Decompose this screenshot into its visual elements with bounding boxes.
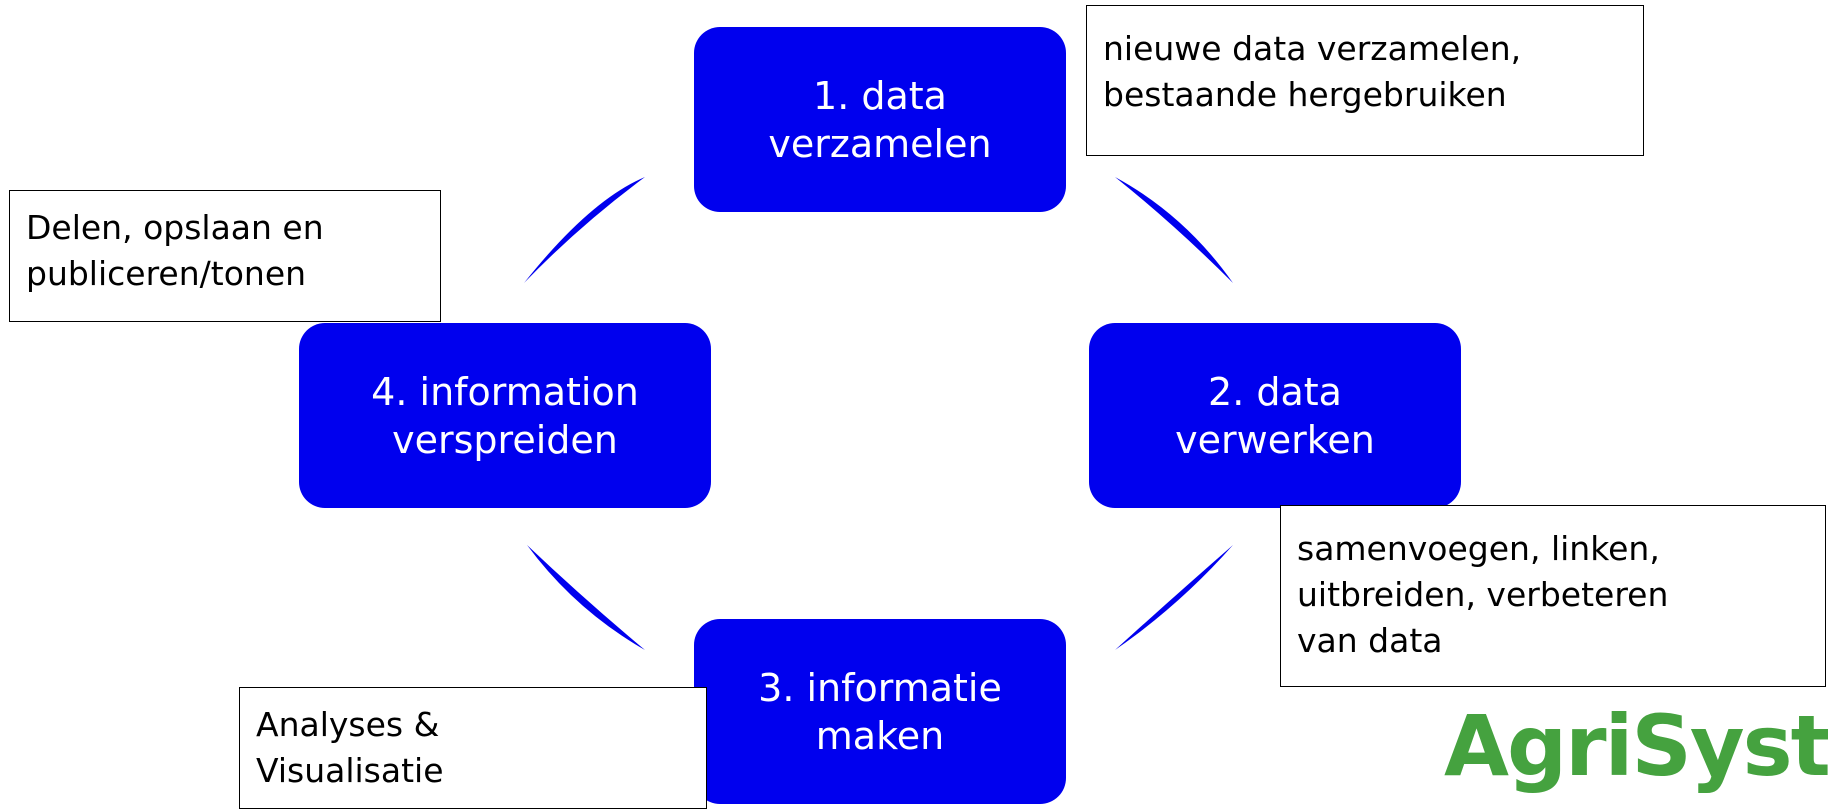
node-share-label: 4. information verspreiden	[371, 369, 639, 462]
note-process-text: samenvoegen, linken, uitbreiden, verbete…	[1297, 529, 1669, 660]
node-create: 3. informatie maken	[694, 619, 1066, 804]
node-process: 2. data verwerken	[1089, 323, 1461, 508]
node-process-label: 2. data verwerken	[1175, 369, 1375, 462]
node-collect: 1. data verzamelen	[694, 27, 1066, 212]
node-share: 4. information verspreiden	[299, 323, 711, 508]
note-collect: nieuwe data verzamelen, bestaande hergeb…	[1086, 5, 1644, 156]
arrow-create-to-share	[527, 545, 645, 650]
note-create-text: Analyses & Visualisatie	[256, 705, 444, 790]
note-process: samenvoegen, linken, uitbreiden, verbete…	[1280, 505, 1826, 687]
node-collect-label: 1. data verzamelen	[768, 73, 992, 166]
logo-part-agri: Agri	[1444, 697, 1633, 795]
note-collect-text: nieuwe data verzamelen, bestaande hergeb…	[1103, 29, 1522, 114]
note-share-text: Delen, opslaan en publiceren/tonen	[26, 208, 324, 293]
arrow-process-to-create	[1115, 545, 1233, 650]
arrow-collect-to-process	[1115, 177, 1233, 283]
node-create-label: 3. informatie maken	[758, 665, 1002, 758]
note-create: Analyses & Visualisatie	[239, 687, 707, 809]
logo-part-syst: Syst	[1631, 697, 1828, 795]
agrisyst-logo: AgriSyst	[1444, 704, 1828, 788]
note-share: Delen, opslaan en publiceren/tonen	[9, 190, 441, 322]
arrow-share-to-collect	[524, 177, 645, 283]
